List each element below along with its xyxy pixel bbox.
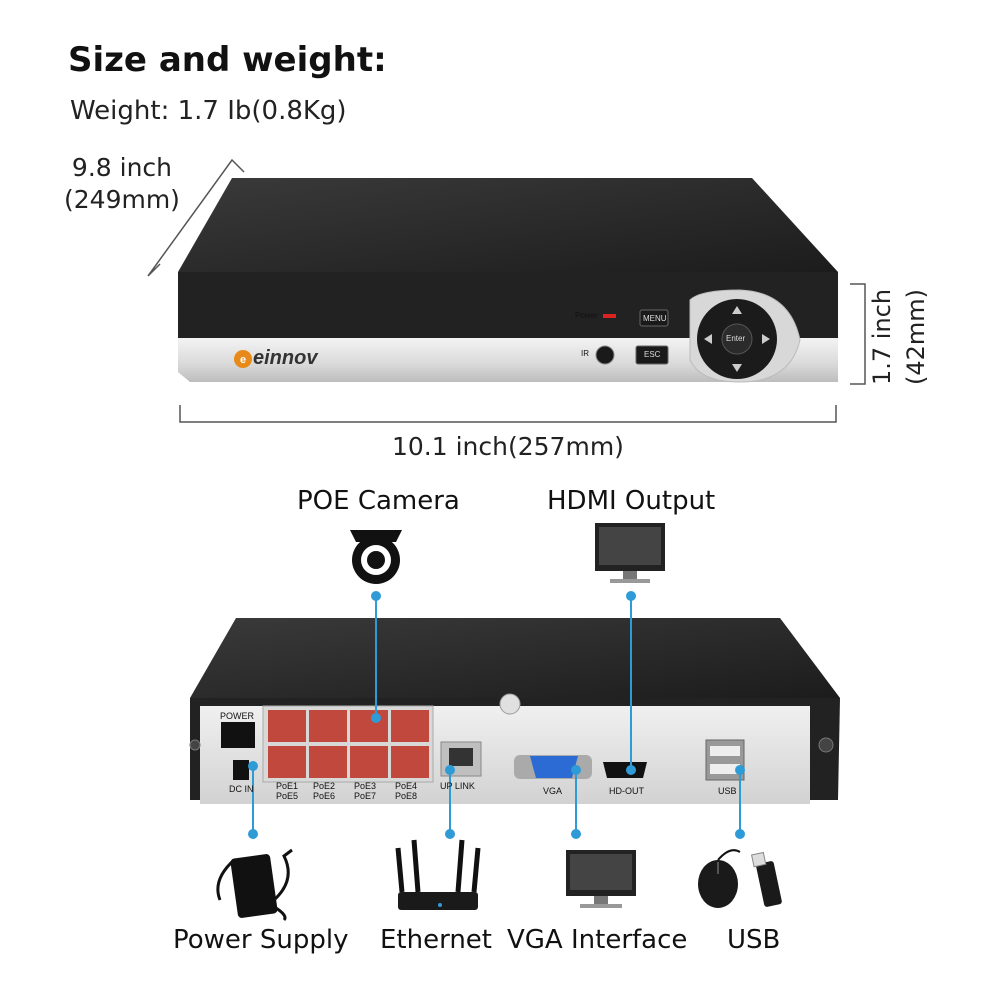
brand-name: einnov bbox=[253, 347, 318, 369]
dc-in-label: DC IN bbox=[229, 784, 254, 794]
hdmi-port bbox=[603, 762, 647, 778]
width-label: 10.1 inch(257mm) bbox=[392, 432, 624, 461]
monitor-icon bbox=[595, 523, 665, 583]
poe6-label: PoE6 bbox=[313, 791, 336, 801]
poe-camera-label: POE Camera bbox=[297, 486, 460, 516]
nvr-rear-view bbox=[189, 618, 840, 804]
power-switch[interactable] bbox=[221, 722, 255, 748]
mouse-icon bbox=[698, 849, 741, 908]
ir-sensor bbox=[595, 345, 615, 365]
vga-interface-label: VGA Interface bbox=[507, 925, 688, 955]
enter-label: Enter bbox=[726, 334, 746, 343]
poe-ports bbox=[268, 710, 429, 778]
hdout-label: HD-OUT bbox=[609, 786, 644, 796]
power-adapter-icon bbox=[216, 848, 293, 922]
poe7-label: PoE7 bbox=[354, 791, 377, 801]
page-title: Size and weight: bbox=[68, 40, 387, 80]
depth-mm: (249mm) bbox=[64, 185, 180, 214]
poe2-label: PoE2 bbox=[313, 781, 336, 791]
dc-in-port bbox=[233, 760, 249, 780]
vga-port bbox=[530, 756, 578, 778]
router-icon bbox=[395, 839, 481, 910]
weight-text: Weight: 1.7 Ib(0.8Kg) bbox=[70, 96, 347, 126]
ir-label: IR bbox=[581, 349, 589, 358]
rear-power-label: POWER bbox=[220, 711, 255, 721]
poe5-label: PoE5 bbox=[276, 791, 299, 801]
nvr-front-view: e bbox=[178, 178, 838, 383]
depth-dimension-line bbox=[147, 158, 245, 277]
power-led bbox=[603, 314, 616, 318]
poe8-label: PoE8 bbox=[395, 791, 418, 801]
enter-button[interactable] bbox=[721, 323, 753, 355]
depth-inch: 9.8 inch bbox=[71, 153, 173, 182]
menu-label: MENU bbox=[643, 314, 667, 323]
brand-logo-icon bbox=[234, 350, 252, 368]
uplink-label: UP LINK bbox=[440, 781, 475, 791]
camera-icon bbox=[350, 530, 402, 584]
poe3-label: PoE3 bbox=[354, 781, 377, 791]
esc-button[interactable] bbox=[635, 345, 669, 365]
vga-monitor-icon bbox=[566, 850, 636, 908]
menu-button[interactable] bbox=[639, 309, 669, 327]
usb-label: USB bbox=[727, 925, 781, 955]
hdmi-output-label: HDMI Output bbox=[547, 486, 716, 516]
power-supply-label: Power Supply bbox=[173, 925, 349, 955]
power-label: Power bbox=[575, 311, 598, 320]
height-dimension-line bbox=[850, 283, 866, 385]
poe4-label: PoE4 bbox=[395, 781, 418, 791]
poe1-label: PoE1 bbox=[276, 781, 299, 791]
depth-label: 9.8 inch (249mm) bbox=[64, 152, 180, 216]
vga-label: VGA bbox=[543, 786, 563, 796]
ethernet-label: Ethernet bbox=[380, 925, 492, 955]
usb-stick-icon bbox=[750, 851, 782, 907]
callout-leaders bbox=[248, 591, 745, 839]
width-dimension-line bbox=[179, 405, 837, 423]
svg-text:e: e bbox=[240, 354, 246, 366]
rear-usb-label: USB bbox=[718, 786, 737, 796]
esc-label: ESC bbox=[644, 350, 661, 359]
